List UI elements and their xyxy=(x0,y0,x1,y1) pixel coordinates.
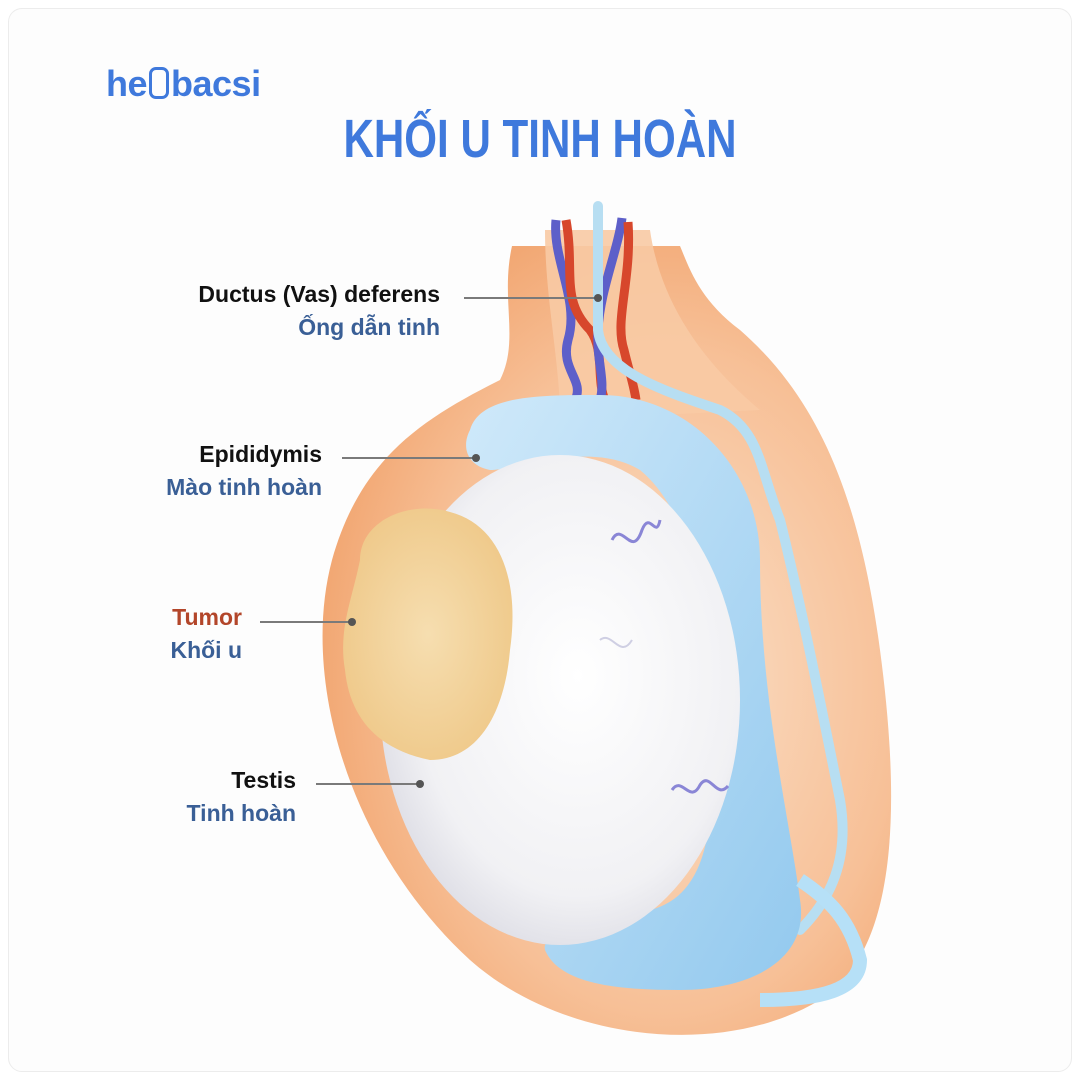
label-tumor: Tumor Khối u xyxy=(170,601,242,667)
label-testis: Testis Tinh hoàn xyxy=(187,764,296,830)
logo-stethoscope-icon xyxy=(149,67,170,99)
epididymis-tail-edge xyxy=(759,874,868,1007)
label-tumor-en: Tumor xyxy=(172,604,242,630)
leader-dot-testis xyxy=(416,780,424,788)
testis-vein-2 xyxy=(670,779,730,794)
label-testis-vi: Tinh hoàn xyxy=(186,800,296,826)
label-ductus-deferens: Ductus (Vas) deferens Ống dẫn tinh xyxy=(198,278,440,344)
vas-deferens xyxy=(593,201,848,935)
label-ductus-vi: Ống dẫn tinh xyxy=(298,314,440,340)
testis-vein-1 xyxy=(610,519,662,544)
label-epididymis-vi: Mào tinh hoàn xyxy=(166,474,322,500)
page-title: KHỐI U TINH HOÀN xyxy=(343,109,737,169)
leader-dot-tumor xyxy=(348,618,356,626)
epididymis-body xyxy=(466,395,802,990)
tumor-mass xyxy=(343,508,513,760)
label-tumor-vi: Khối u xyxy=(170,637,242,663)
label-epididymis-en: Epididymis xyxy=(199,441,322,467)
logo-text-suffix: bacsi xyxy=(171,63,261,104)
red-vessel-right xyxy=(616,221,641,401)
leader-dot-epididymis xyxy=(472,454,480,462)
leader-dot-ductus xyxy=(594,294,602,302)
logo-text-prefix: he xyxy=(106,63,148,104)
label-ductus-en: Ductus (Vas) deferens xyxy=(198,281,440,307)
blue-vessel-left xyxy=(551,219,582,403)
testis-vein-3 xyxy=(599,637,633,648)
label-testis-en: Testis xyxy=(231,767,296,793)
label-epididymis: Epididymis Mào tinh hoàn xyxy=(166,438,322,504)
